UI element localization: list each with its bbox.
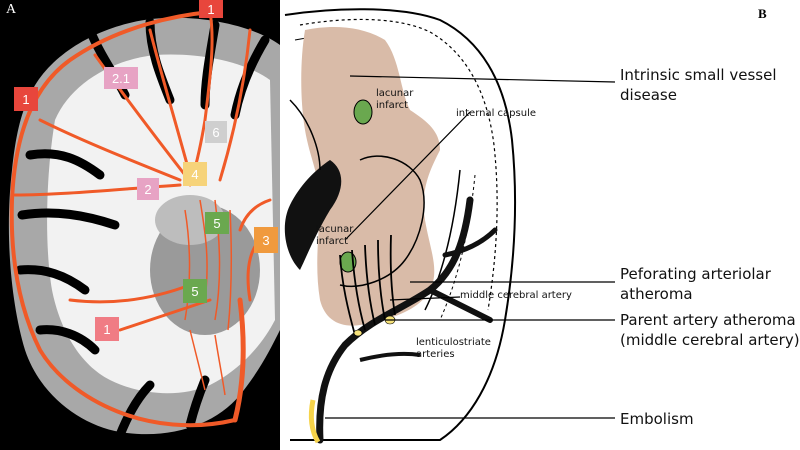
- region-label-5-lower: 5: [183, 279, 207, 303]
- callout-parent-line1: Parent artery atheroma: [620, 311, 796, 329]
- region-label-1-top: 1: [199, 0, 223, 18]
- label-middle-cerebral-artery: middle cerebral artery: [460, 290, 572, 301]
- callout-intrinsic-line1: Intrinsic small vessel: [620, 66, 777, 84]
- callout-parent-line2: (middle cerebral artery): [620, 331, 800, 349]
- mca-branch: [427, 287, 493, 323]
- label-lenticulostriate-arteries: lenticulostriate arteries: [416, 337, 491, 360]
- perforating-atheroma-mark: [353, 329, 363, 337]
- panel-b: B lacunar infarct internal capsule lacun…: [280, 0, 800, 450]
- cortex-dashed: [299, 18, 498, 311]
- leader-lines: [325, 75, 616, 419]
- label-lacunar-infarct-bottom: lacunar infarct: [316, 224, 354, 247]
- insula-dashed: [439, 174, 476, 321]
- callout-perforating-line1: Peforating arteriolar: [620, 265, 771, 283]
- label-lacunar-infarct-top: lacunar infarct: [376, 88, 414, 111]
- brain-coronal-section: [8, 10, 280, 440]
- embolism-mark: [308, 399, 321, 444]
- lateral-ventricle: [284, 160, 342, 270]
- small-branch: [359, 351, 421, 362]
- panel-a: A 1 1 1 2.1 2 6 4 5 5 3: [0, 0, 280, 450]
- hemisphere-outline: [284, 8, 517, 441]
- insula-line: [424, 169, 461, 311]
- callout-intrinsic-line2: disease: [620, 86, 677, 104]
- arteries: [9, 10, 272, 428]
- schematic-diagram: [284, 8, 616, 444]
- putamen-outline: [339, 155, 425, 287]
- lacunar-infarct-top: [353, 99, 373, 125]
- region-label-5-upper: 5: [205, 212, 229, 234]
- lenticulostriate-arteries: [339, 234, 396, 336]
- region-label-2: 2: [137, 178, 159, 200]
- callout-embolism: Embolism: [620, 410, 694, 428]
- region-label-1-bottom: 1: [95, 317, 119, 341]
- mca-branch-upper: [442, 227, 498, 258]
- thalamus-line: [289, 99, 321, 171]
- callout-perforating-line2: atheroma: [620, 285, 693, 303]
- region-label-4: 4: [183, 162, 207, 186]
- white-matter-region: [301, 27, 440, 326]
- panel-a-letter: A: [6, 2, 17, 17]
- region-label-6: 6: [205, 121, 227, 143]
- region-label-3: 3: [254, 227, 278, 253]
- region-label-1-left: 1: [14, 87, 38, 111]
- label-internal-capsule: internal capsule: [456, 108, 536, 119]
- region-label-2-1: 2.1: [104, 67, 138, 89]
- panel-b-letter: B: [758, 6, 767, 21]
